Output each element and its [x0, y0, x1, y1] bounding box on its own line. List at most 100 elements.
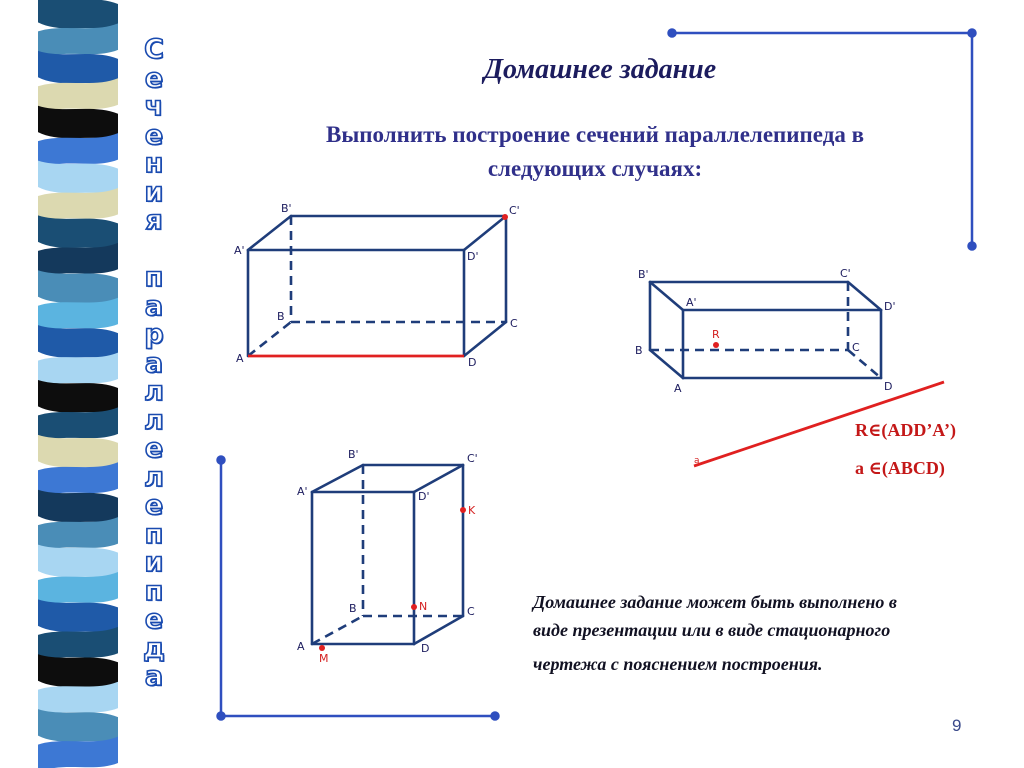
vertex-label: A' — [297, 485, 308, 498]
vertical-title-char: л — [143, 404, 164, 436]
subtitle-line-1: Выполнить построение сечений параллелепи… — [325, 122, 865, 147]
stripe-band — [38, 297, 118, 335]
edge — [412, 614, 465, 646]
slide-title: Домашнее задание — [483, 54, 717, 85]
line-a — [693, 380, 945, 468]
stripe-band — [38, 0, 118, 33]
vertex-label: A' — [234, 244, 245, 257]
vertical-title-char: ч — [144, 91, 164, 122]
edge — [648, 280, 685, 312]
stripe-band — [38, 352, 118, 389]
edge — [246, 214, 293, 252]
stripe-band — [38, 654, 118, 691]
stripe-band — [38, 462, 118, 499]
vertical-title-char: и — [144, 176, 165, 208]
hidden-edge — [311, 614, 364, 646]
note-line-2: виде презентации или в виде стационарног… — [533, 620, 891, 640]
vertical-title-char: п — [144, 575, 164, 607]
stripe-band — [38, 188, 118, 225]
vertex-label: B' — [638, 268, 649, 281]
decorative-stripe — [38, 0, 118, 768]
stripe-band — [38, 434, 118, 472]
stripe-band — [38, 681, 118, 719]
point-n-label: N — [419, 600, 427, 613]
edge — [310, 463, 365, 494]
stripe-band — [38, 23, 118, 60]
point-c1-marker — [502, 214, 508, 220]
vertical-title-char: а — [144, 290, 164, 322]
stripe-band — [38, 78, 118, 115]
stripe-band — [38, 407, 118, 444]
vertex-label: B' — [348, 448, 359, 461]
vertical-title-char: е — [144, 62, 164, 94]
vertex-label: B — [349, 602, 357, 615]
vertical-title-char: С — [143, 34, 164, 65]
vertex-label: D — [468, 356, 476, 369]
vertex-label: D' — [418, 490, 430, 503]
vertical-title-char: е — [144, 490, 164, 521]
subtitle-line-2: следующих случаях: — [487, 156, 703, 181]
vertical-title-char: я — [145, 205, 164, 236]
line-a-label: a — [694, 456, 700, 466]
point-r-marker — [713, 342, 719, 348]
vertical-title-char: а — [144, 661, 164, 692]
vertical-title-char: и — [144, 547, 165, 578]
vertical-title-char: е — [144, 119, 164, 151]
vertical-title-char: л — [143, 376, 164, 407]
note-line-3: чертежа с пояснением построения. — [533, 654, 823, 674]
vertical-title-char: е — [144, 433, 164, 464]
hidden-edge — [247, 320, 292, 358]
stripe-band — [38, 517, 118, 554]
stripe-band — [38, 599, 118, 636]
vertex-label: C — [467, 605, 475, 618]
vertical-title-char: п — [144, 262, 164, 293]
stripe-band — [38, 215, 118, 252]
vertex-label: C — [510, 317, 518, 330]
point-n-marker — [411, 604, 417, 610]
point-r-label: R — [712, 328, 720, 341]
vertex-label: D' — [467, 250, 479, 263]
vertex-label: C — [852, 341, 860, 354]
stripe-band — [38, 50, 118, 88]
edge — [462, 214, 508, 252]
vertex-label: D — [421, 642, 429, 655]
stripe-band — [38, 325, 118, 362]
vertical-title-char: п — [144, 518, 164, 550]
vertex-label: A' — [686, 296, 697, 309]
vertex-label: D — [884, 380, 892, 393]
point-k-marker — [460, 507, 466, 513]
vertex-label: A — [674, 382, 682, 395]
edge — [648, 348, 685, 380]
slide-subtitle: Выполнить построение сечений параллелепи… — [250, 118, 940, 186]
note-line-1: Домашнее задание может быть выполнено в — [533, 592, 897, 612]
vertical-title-char: р — [144, 319, 165, 350]
stripe-band — [38, 489, 118, 527]
homework-note: Домашнее задание может быть выполнено в … — [533, 588, 1003, 678]
vertical-title-char: д — [142, 632, 165, 664]
vertex-label: A — [236, 352, 244, 365]
stripe-band — [38, 242, 118, 280]
stripe-band — [38, 160, 118, 197]
stripe-band — [38, 270, 118, 307]
vertex-label: D' — [884, 300, 896, 313]
stripe-band — [38, 105, 118, 143]
point-m-marker — [319, 645, 325, 651]
vertex-label: B — [635, 344, 643, 357]
edge — [412, 463, 465, 494]
vertex-label: A — [297, 640, 305, 653]
stripe-band — [38, 380, 118, 417]
page-number: 9 — [952, 716, 962, 735]
vertical-title-char: а — [144, 347, 164, 379]
vertex-label: B — [277, 310, 285, 323]
stripe-band — [38, 133, 118, 170]
vertex-label: C' — [840, 267, 851, 280]
stripe-band — [38, 709, 118, 746]
edge — [846, 280, 883, 312]
point-m-label: M — [319, 652, 329, 665]
edge — [462, 320, 508, 358]
